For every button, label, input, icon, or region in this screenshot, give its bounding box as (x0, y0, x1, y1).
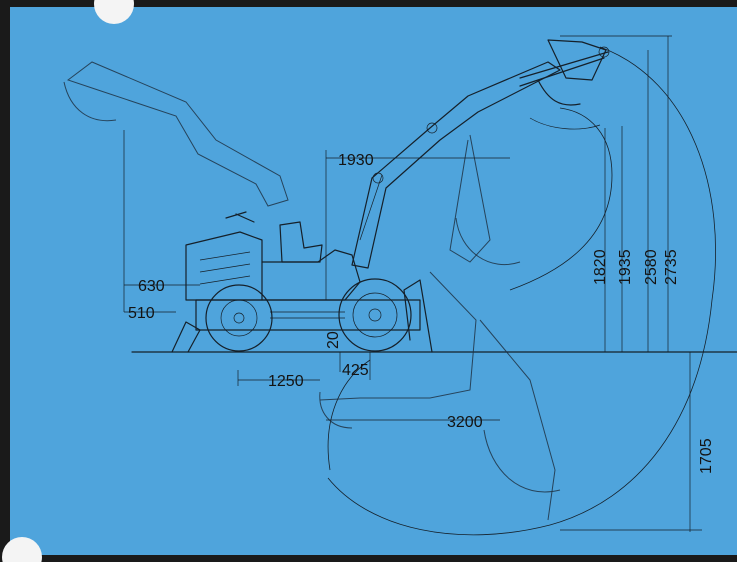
dim-20: 20 (325, 331, 342, 349)
reach-envelope-inner (509, 107, 613, 291)
dim-3200: 3200 (447, 414, 483, 431)
ghost-boom-low (319, 271, 561, 521)
dim-1705: 1705 (698, 438, 715, 474)
rear-wheel (338, 278, 412, 352)
blue-paper (10, 7, 737, 555)
dim-1820: 1820 (592, 249, 609, 285)
dim-2580: 2580 (643, 249, 660, 285)
dim-2735: 2735 (663, 249, 680, 285)
dimension-lines (123, 35, 702, 532)
dim-510: 510 (128, 305, 155, 322)
binding-hole-top (94, 0, 134, 24)
dim-630: 630 (138, 278, 165, 295)
binding-hole-bottom (2, 537, 42, 562)
ghost-boom-mid (449, 134, 521, 266)
tractor-body (171, 211, 433, 353)
dim-1930: 1930 (338, 152, 374, 169)
front-wheel (205, 284, 273, 352)
ghost-boom-left (63, 61, 289, 207)
reach-envelope-lower (327, 359, 371, 471)
dim-1250: 1250 (268, 373, 304, 390)
dim-425: 425 (342, 362, 369, 379)
dim-1935: 1935 (617, 249, 634, 285)
reach-envelope-outer (327, 46, 716, 536)
main-boom-raised (351, 39, 610, 269)
